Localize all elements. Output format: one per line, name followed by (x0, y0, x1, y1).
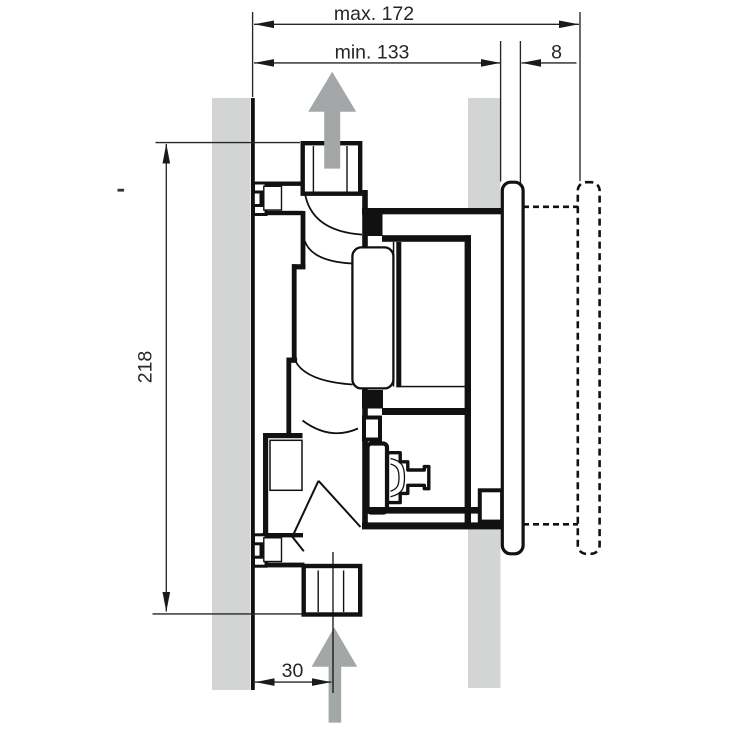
seal-plate-max-position (523, 180, 601, 556)
box-bottom-bar (362, 522, 503, 530)
lower-chamber-detail (269, 439, 303, 492)
dim-label-plate-thickness: 8 (551, 42, 562, 64)
bottom-inlet-pipe (301, 563, 363, 617)
bracket-foot (477, 488, 505, 524)
dim-label-height: 218 (135, 351, 157, 384)
wall-stud-right-lower (468, 529, 501, 688)
flow-arrow-top (308, 71, 357, 169)
small-fitting (362, 415, 382, 442)
dim-label-max-width: max. 172 (334, 3, 414, 25)
wall-face-line-left (251, 98, 255, 690)
function-block (351, 246, 395, 390)
side-socket-lower (252, 533, 303, 568)
top-bracket-arm (362, 208, 503, 215)
dimension-pipe-offset: 30 (255, 660, 332, 686)
valve-body (252, 140, 368, 617)
dim-label-pipe-offset: 30 (282, 660, 304, 682)
dimension-height: 218 (135, 143, 171, 612)
bottom-bracket-arm (365, 507, 481, 514)
extension-lines (152, 12, 581, 615)
flow-arrow-bottom (311, 627, 358, 723)
mounting-box (351, 208, 505, 530)
dimension-plate-thickness: 8 (521, 42, 577, 67)
wall-stud-right-upper (468, 98, 501, 209)
dimension-max-width: max. 172 (254, 3, 579, 29)
tick-mark (117, 188, 125, 192)
dim-label-min-width: min. 133 (335, 42, 410, 64)
diverter-funnel (291, 480, 362, 552)
wall-studs (212, 98, 501, 690)
box-right-wall (464, 235, 471, 530)
cartridge-stem (365, 441, 431, 515)
flow-bend-arcs (292, 192, 363, 435)
side-socket-upper (252, 181, 303, 216)
dimension-min-width: min. 133 (254, 42, 501, 67)
seal-plate-min-position (500, 180, 525, 556)
wall-stud-left (212, 98, 251, 690)
